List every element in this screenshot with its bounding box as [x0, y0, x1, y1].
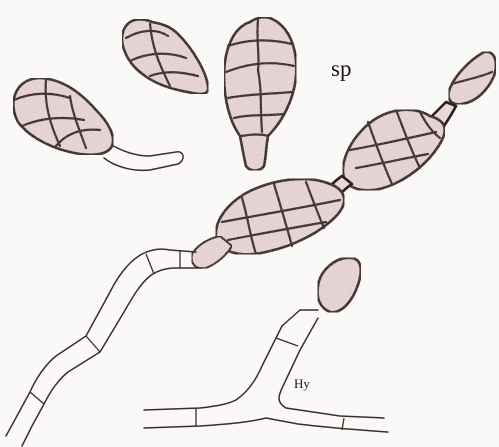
hypha-diagonal	[6, 249, 202, 446]
spore-label: sp	[331, 56, 351, 81]
chain-terminal-spore	[449, 52, 496, 105]
conidium-small-top	[122, 19, 208, 94]
conidium-upright	[224, 17, 296, 170]
hypha-branched	[144, 258, 388, 432]
conidium-tailed	[13, 78, 183, 170]
chain-spore-middle	[343, 110, 445, 190]
conidiophore-base	[192, 236, 232, 268]
hypha-label: Hy	[294, 376, 310, 391]
small-conidium	[318, 258, 361, 312]
chain-spore-lower	[216, 179, 344, 254]
